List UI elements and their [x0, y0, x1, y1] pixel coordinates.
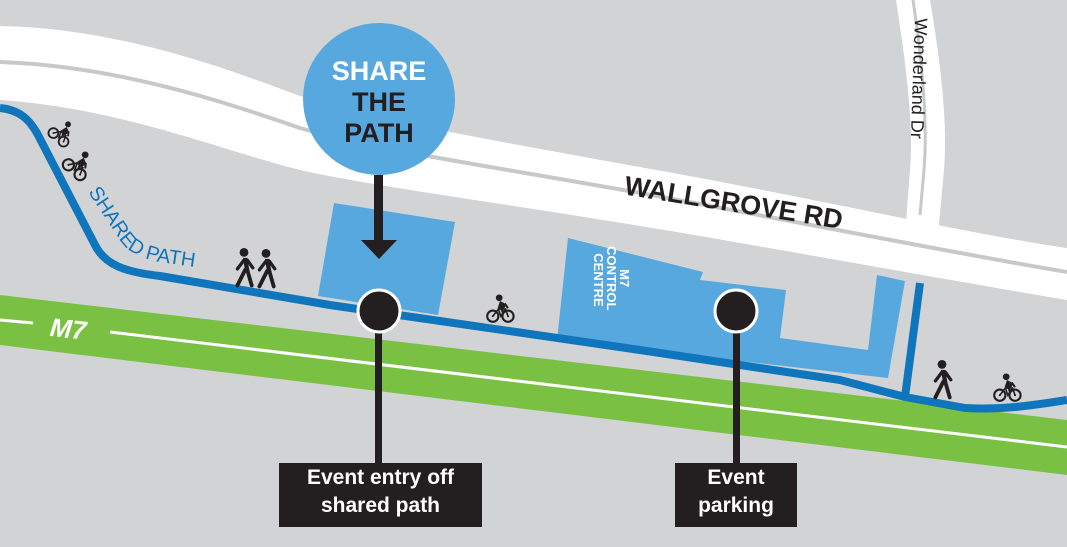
- event-building: [318, 203, 455, 315]
- m7-motorway: M7: [0, 295, 1067, 475]
- wonderland-dr-road: [896, 0, 946, 235]
- event-parking-callout: Event parking: [675, 463, 797, 527]
- entry-location-pin-icon[interactable]: [356, 288, 402, 464]
- entry-callout-line1: Event entry off: [306, 466, 455, 489]
- entry-callout-line2: shared path: [320, 494, 441, 517]
- wonderland-dr-label: Wonderland Dr: [907, 18, 931, 139]
- parking-location-pin-icon[interactable]: [713, 288, 759, 464]
- parking-callout-line2: parking: [698, 494, 774, 517]
- badge-line1: SHARE: [332, 56, 427, 86]
- wallgrove-rd-road: [0, 26, 1067, 300]
- badge-line2: THE: [352, 87, 406, 117]
- parking-callout-line1: Event: [707, 466, 765, 489]
- control-centre-line2: CONTROL: [604, 246, 619, 310]
- control-centre-line3: CENTRE: [591, 253, 606, 307]
- share-the-path-badge: SHARE THE PATH: [303, 23, 455, 175]
- m7-label: M7: [49, 312, 90, 346]
- control-centre-line1: M7: [617, 269, 632, 287]
- svg-text:M7 CONTROL CENTRE: M7 CONTROL CENTRE: [591, 246, 632, 314]
- badge-line3: PATH: [344, 118, 414, 148]
- arrow-down-icon: [361, 175, 397, 259]
- event-entry-callout: Event entry off shared path: [279, 463, 482, 527]
